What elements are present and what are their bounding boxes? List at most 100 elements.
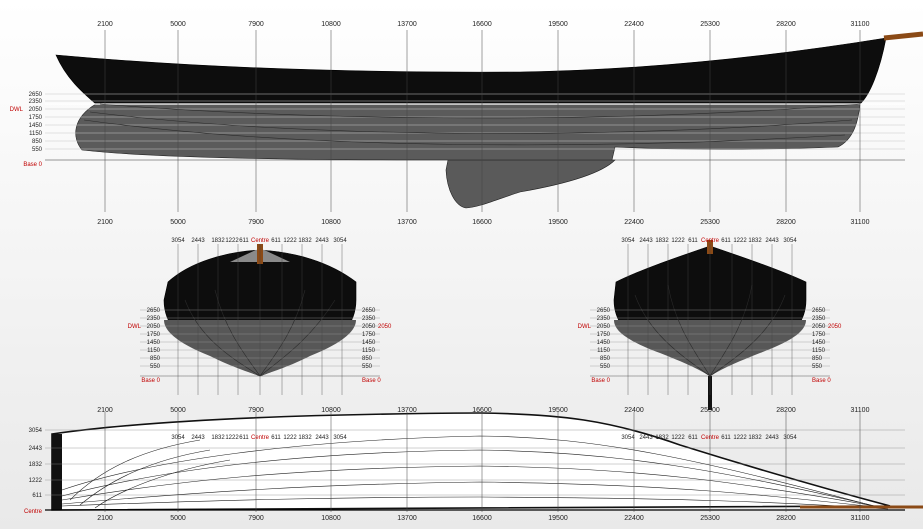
- station-label: 31100: [851, 515, 870, 522]
- centre-label: Centre: [701, 435, 720, 441]
- dwl-label: DWL: [128, 324, 142, 330]
- buttock-label: 1832: [748, 435, 762, 441]
- centre-label: Centre: [701, 238, 720, 244]
- waterline-label: 1750: [29, 115, 43, 121]
- station-label: 28200: [776, 515, 796, 522]
- waterline-label: 2350: [147, 316, 161, 322]
- buttock-label: 2443: [639, 435, 653, 441]
- buttock-label: 611: [239, 435, 249, 441]
- body-plan-fwd-buttock-labels: 3054 2443 1832 1222 611 Centre 611 1222 …: [621, 238, 797, 244]
- buttock-label: 1222: [283, 435, 297, 441]
- station-label: 5000: [170, 407, 186, 414]
- dwl-label: DWL: [578, 324, 592, 330]
- waterline-label: 850: [32, 139, 43, 145]
- body-plan-aft-waterline-labels-left: 2650 2350 2050 DWL 1750 1450 1150 850 55…: [128, 308, 161, 384]
- waterline-label: 1750: [147, 332, 161, 338]
- body-plan-aft-sections: [184, 289, 336, 377]
- station-label: 10800: [321, 21, 341, 28]
- buttock-label: 3054: [621, 238, 635, 244]
- station-label: 13700: [397, 407, 417, 414]
- half-breadth-station-labels-top: 2100 5000 7900 10800 13700 16600 19500 2…: [97, 407, 869, 414]
- waterline-label: 2050: [378, 324, 392, 330]
- station-label: 25300: [700, 407, 720, 414]
- buttock-label: 2443: [315, 238, 329, 244]
- buttock-label: 1832: [298, 435, 312, 441]
- waterline-label: 850: [600, 356, 611, 362]
- station-label: 25300: [700, 515, 720, 522]
- profile-waterline-labels: 2650 2350 2050 DWL 1750 1450 1150 850 55…: [10, 92, 43, 168]
- buttock-label: 1222: [671, 238, 685, 244]
- waterline-label: 550: [600, 364, 611, 370]
- buttock-label: 3054: [333, 435, 347, 441]
- station-label: 31100: [851, 407, 870, 414]
- station-label: 22400: [624, 407, 644, 414]
- buttock-label: 1832: [211, 435, 225, 441]
- profile-waterlines: [45, 93, 905, 161]
- station-label: 13700: [397, 21, 417, 28]
- body-plan-fwd-sections: [634, 284, 786, 377]
- waterline-label: 2050: [362, 324, 376, 330]
- half-breadth-station-lines: [104, 412, 861, 512]
- buttock-label: 611: [271, 238, 281, 244]
- buttock-label: 3054: [783, 238, 797, 244]
- waterline-label: 1450: [29, 123, 43, 129]
- profile-diagonals: [83, 103, 861, 146]
- buttock-label: 1832: [655, 435, 669, 441]
- buttock-label: 611: [721, 435, 731, 441]
- body-plan-aft-buttock-labels: 3054 2443 1832 1222 611 Centre 611 1222 …: [171, 238, 347, 244]
- waterline-label: 2350: [29, 99, 43, 105]
- buttock-label: 1832: [748, 238, 762, 244]
- station-label: 2100: [97, 407, 113, 414]
- half-breadth-buttock-lines: [45, 429, 905, 496]
- station-label: 28200: [776, 219, 796, 226]
- waterline-label: 550: [812, 364, 823, 370]
- station-label: 2100: [97, 219, 113, 226]
- waterline-label: 2650: [29, 92, 43, 98]
- buttock-label: 3054: [333, 238, 347, 244]
- station-label: 19500: [548, 515, 568, 522]
- buttock-label: 611: [239, 238, 249, 244]
- half-breadth-label: 611: [32, 493, 42, 499]
- station-label: 22400: [624, 515, 644, 522]
- buttock-label: 1832: [655, 238, 669, 244]
- waterline-label: 2350: [812, 316, 826, 322]
- buttock-label: 2443: [639, 238, 653, 244]
- waterline-label: 2650: [597, 308, 611, 314]
- half-breadth-waterlines: [61, 435, 889, 510]
- station-label: 16600: [472, 515, 492, 522]
- buttock-label: 611: [688, 435, 698, 441]
- station-label: 10800: [321, 219, 341, 226]
- station-label: 16600: [472, 407, 492, 414]
- base-label: Base 0: [141, 378, 160, 384]
- base-label: Base 0: [812, 378, 831, 384]
- waterline-label: 1150: [812, 348, 826, 354]
- waterline-label: 1750: [362, 332, 376, 338]
- waterline-label: 1150: [147, 348, 161, 354]
- profile-station-labels-bottom: 2100 5000 7900 10800 13700 16600 19500 2…: [97, 219, 869, 226]
- base-label: Base 0: [23, 162, 42, 168]
- half-breadth-line-labels: 3054 2443 1832 1222 611 Centre: [24, 428, 43, 515]
- body-plan-aft-buttock-lines: [177, 244, 343, 395]
- waterline-label: 2650: [362, 308, 376, 314]
- waterline-label: 1450: [812, 340, 826, 346]
- station-label: 16600: [472, 219, 492, 226]
- station-label: 10800: [321, 515, 341, 522]
- station-label: 2100: [97, 21, 113, 28]
- buttock-label: 611: [688, 238, 698, 244]
- buttock-label: 1222: [733, 238, 747, 244]
- body-plan-fwd-waterline-labels-right: 2650 2350 2050 2050 1750 1450 1150 850 5…: [812, 308, 842, 384]
- station-label: 25300: [700, 219, 720, 226]
- waterline-label: 850: [812, 356, 823, 362]
- station-label: 5000: [170, 515, 186, 522]
- centre-label: Centre: [24, 509, 43, 515]
- buttock-label: 2443: [191, 435, 205, 441]
- station-label: 25300: [700, 21, 720, 28]
- half-breadth-deck-outline: [51, 412, 891, 511]
- station-label: 22400: [624, 219, 644, 226]
- station-label: 19500: [548, 219, 568, 226]
- station-label: 7900: [248, 21, 264, 28]
- profile-station-labels-top: 2100 5000 7900 10800 13700 16600 19500 2…: [97, 21, 869, 28]
- station-label: 13700: [397, 515, 417, 522]
- buttock-label: 2443: [315, 435, 329, 441]
